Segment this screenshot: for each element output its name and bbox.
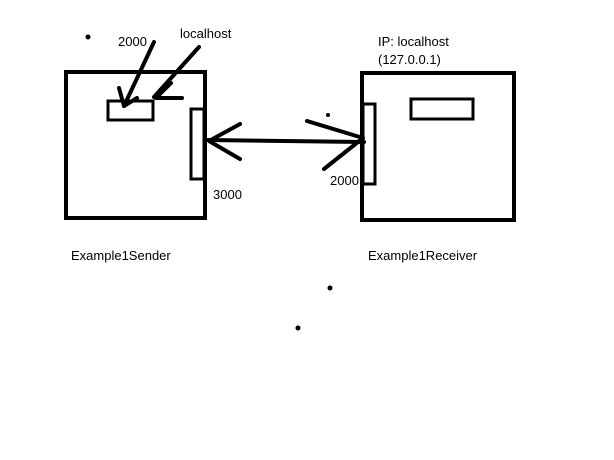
receiver-name-label: Example1Receiver xyxy=(368,248,478,263)
stray-dot xyxy=(85,34,91,40)
sender-host-label: localhost xyxy=(180,26,232,41)
host-pointer-arrow xyxy=(152,45,201,100)
sender-socket xyxy=(189,107,206,181)
sender-box xyxy=(64,70,207,220)
port-pointer-arrow xyxy=(117,40,156,108)
stray-dot xyxy=(326,113,330,117)
receiver-box xyxy=(360,71,516,222)
receiver-socket xyxy=(361,102,377,186)
sender-connect-port-label: 3000 xyxy=(213,187,242,202)
sender-name-label: Example1Sender xyxy=(71,248,171,263)
connection-arrow xyxy=(205,119,366,171)
stray-dot xyxy=(327,285,333,291)
receiver-ip-label: IP: localhost xyxy=(378,34,449,49)
receiver-ip-address-label: (127.0.0.1) xyxy=(378,52,441,67)
receiver-field xyxy=(409,97,475,121)
receiver-port-label: 2000 xyxy=(330,173,359,188)
sender-local-port-label: 2000 xyxy=(118,34,147,49)
stray-dot xyxy=(295,325,301,331)
